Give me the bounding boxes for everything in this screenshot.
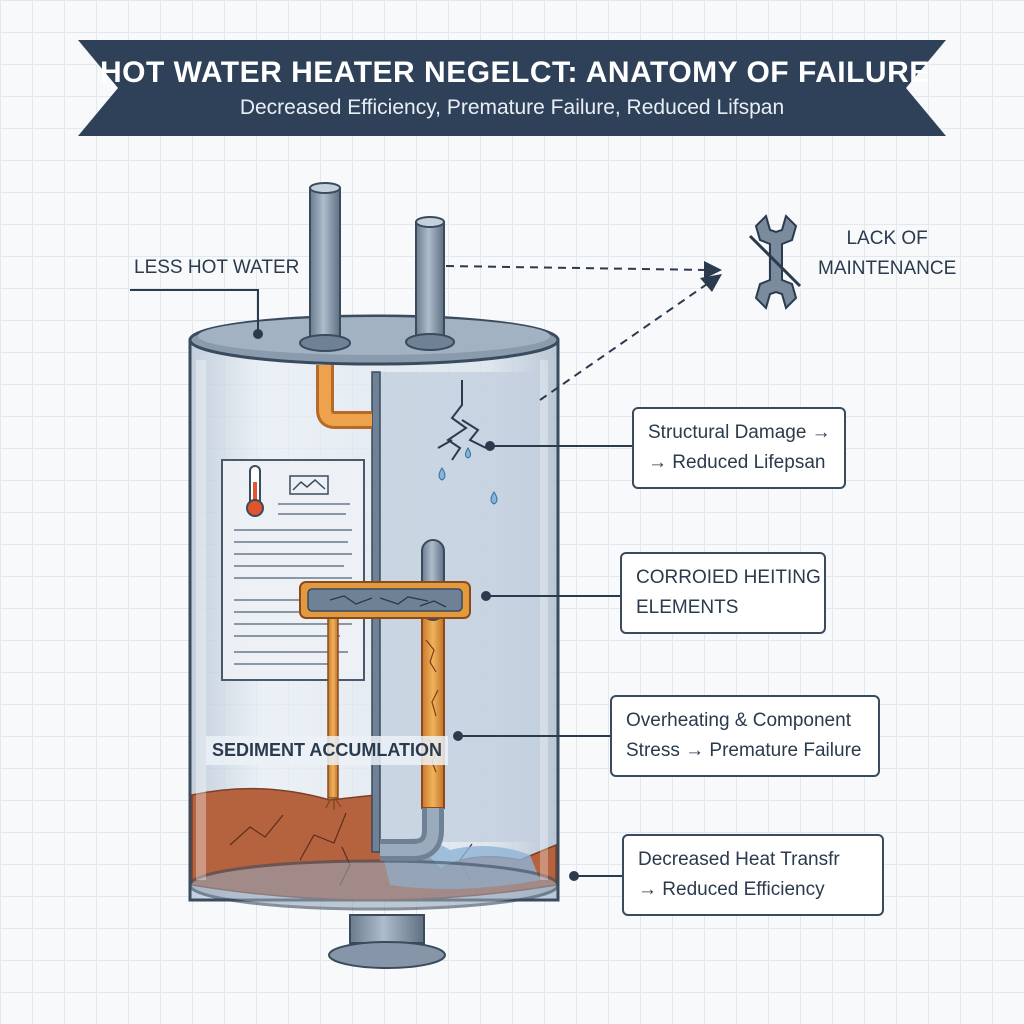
callout-structural-line1: Structural Damage → — [648, 422, 831, 443]
label-sediment-accumulation: SEDIMENT ACCUMLATION — [206, 736, 448, 765]
water-drips — [438, 447, 498, 505]
label-less-hot-water: LESS HOT WATER — [134, 257, 300, 278]
callout-decreased-heat-transfer: Decreased Heat Transfr → Reduced Efficie… — [622, 834, 884, 916]
callout-structural-damage: Structural Damage → → Reduced Lifepsan — [632, 407, 846, 489]
leader-lines — [130, 289, 632, 881]
label-lack-of-maintenance-line1: LACK OF — [846, 228, 928, 249]
callout-decreased-line2: → Reduced Efficiency — [638, 879, 825, 900]
maintenance-arrows — [445, 261, 722, 401]
callout-overheating: Overheating & Component Stress → Prematu… — [610, 695, 880, 777]
tank-base — [328, 914, 446, 969]
callout-overheating-line2: Stress → Premature Failure — [626, 740, 862, 761]
wrench-icon — [748, 214, 802, 310]
banner-subtitle: Decreased Efficiency, Premature Failure,… — [239, 96, 785, 119]
thermometer-icon — [246, 465, 264, 517]
wall-crack — [437, 380, 487, 461]
leader-less-hot-water — [130, 289, 259, 330]
callout-corroded-line1: CORROIED HEITING — [636, 567, 821, 588]
outlet-pipe — [405, 216, 455, 351]
banner-title: HOT WATER HEATER NEGELCT: ANATOMY OF FAI… — [100, 56, 930, 89]
label-lack-of-maintenance: LACK OF MAINTENANCE — [818, 224, 956, 284]
callout-structural-line2: → Reduced Lifepsan — [648, 452, 826, 473]
spec-document — [221, 459, 365, 681]
tank-lid — [188, 314, 560, 366]
inlet-pipe — [299, 182, 351, 352]
callout-decreased-line1: Decreased Heat Transfr — [638, 849, 840, 870]
label-lack-of-maintenance-line2: MAINTENANCE — [818, 258, 957, 279]
callout-corroded-line2: ELEMENTS — [636, 597, 739, 618]
callout-corroded-elements: CORROIED HEITING ELEMENTS — [620, 552, 826, 634]
callout-overheating-line1: Overheating & Component — [626, 710, 851, 731]
title-banner — [78, 40, 946, 136]
